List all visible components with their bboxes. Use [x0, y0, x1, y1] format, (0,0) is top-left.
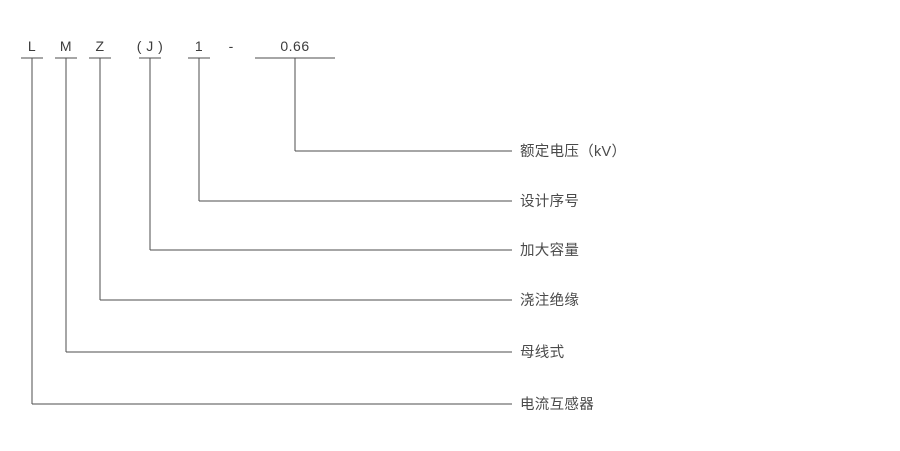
- leader-lines-group: [21, 57, 512, 405]
- label-callout-rated-voltage: 额定电压（kV）: [520, 144, 627, 160]
- label-callout-design-serial: 设计序号: [520, 194, 580, 210]
- code-segment-seg-z: Z: [95, 38, 105, 54]
- code-segment-seg-m: M: [59, 38, 73, 54]
- label-callout-current-transformer: 电流互感器: [520, 397, 594, 413]
- code-segment-seg-l: L: [27, 38, 37, 54]
- label-callout-enlarged-capacity: 加大容量: [520, 243, 580, 259]
- label-callout-busbar-type: 母线式: [520, 345, 565, 361]
- code-segment-seg-1: 1: [194, 38, 204, 54]
- label-callout-cast-insulation: 浇注绝缘: [520, 293, 580, 309]
- code-segment-seg-j: ( J ): [136, 38, 164, 54]
- code-segment-seg-0-66: 0.66: [280, 38, 310, 54]
- code-separator-sep-dash: -: [228, 38, 234, 54]
